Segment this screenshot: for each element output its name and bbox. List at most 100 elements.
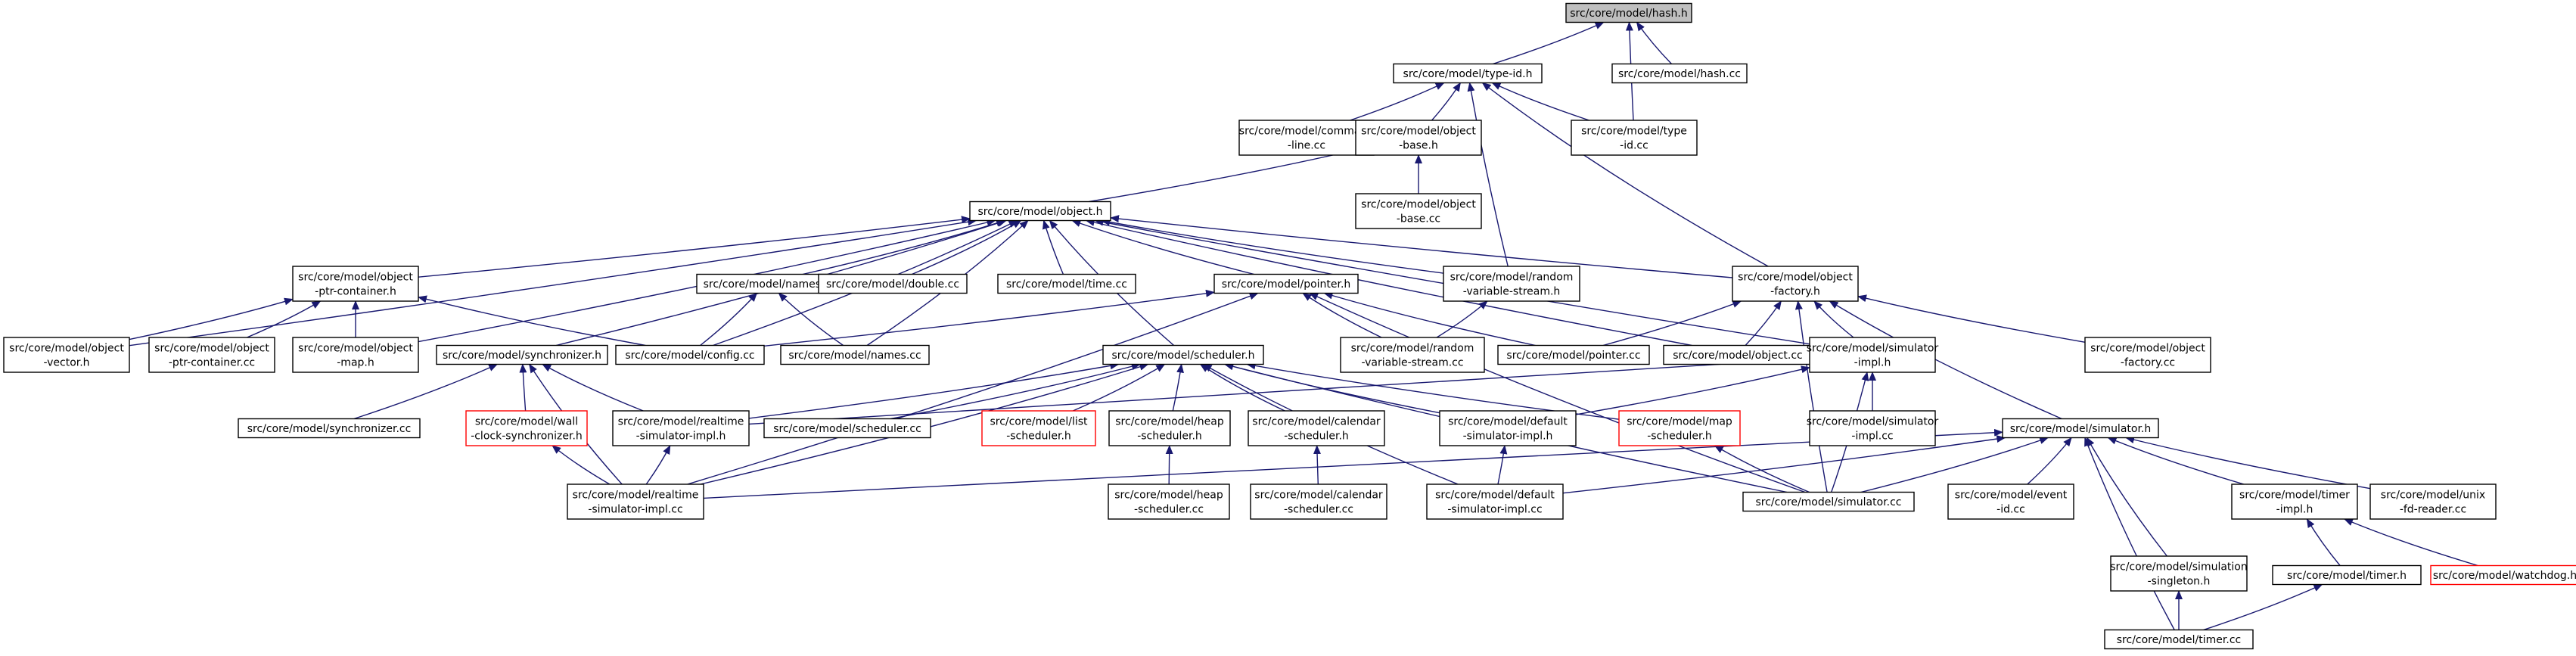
edge-scheduler-h-to-realtime-simulator-impl-cc xyxy=(700,362,1149,485)
node-label: src/core/model/hash.cc xyxy=(1618,68,1741,80)
node-simulator-impl-cc[interactable]: src/core/model/simulator-impl.cc xyxy=(1807,410,1939,446)
node-heap-scheduler-cc[interactable]: src/core/model/heap-scheduler.cc xyxy=(1108,483,1230,520)
node-default-simulator-impl-h[interactable]: src/core/model/default -simulator-impl.h xyxy=(1439,410,1577,446)
node-object-factory-cc[interactable]: src/core/model/object-factory.cc xyxy=(2084,337,2211,373)
node-pointer-h[interactable]: src/core/model/pointer.h xyxy=(1213,273,1359,294)
node-scheduler-h[interactable]: src/core/model/scheduler.h xyxy=(1102,344,1264,365)
node-simulator-h[interactable]: src/core/model/simulator.h xyxy=(2002,418,2159,439)
node-label: src/core/model/realtime xyxy=(573,490,699,502)
node-label: src/core/model/command xyxy=(1239,126,1374,138)
node-simulator-impl-h[interactable]: src/core/model/simulator-impl.h xyxy=(1807,337,1939,373)
node-synchronizer-h[interactable]: src/core/model/synchronizer.h xyxy=(436,344,608,365)
node-names-cc[interactable]: src/core/model/names.cc xyxy=(780,344,930,365)
node-label: src/core/model/object xyxy=(1738,272,1853,284)
node-simulation-singleton-h[interactable]: src/core/model/simulation-singleton.h xyxy=(2110,555,2248,592)
edge-pointer-h-to-config-cc xyxy=(763,289,1215,347)
node-label: -singleton.h xyxy=(2148,576,2211,588)
node-pointer-cc[interactable]: src/core/model/pointer.cc xyxy=(1497,344,1650,365)
node-calendar-scheduler-h[interactable]: src/core/model/calendar -scheduler.h xyxy=(1248,410,1385,446)
node-label: -scheduler.h xyxy=(1284,431,1349,443)
node-simulator-cc[interactable]: src/core/model/simulator.cc xyxy=(1742,491,1915,512)
node-hash-cc[interactable]: src/core/model/hash.cc xyxy=(1611,63,1748,84)
node-calendar-scheduler-cc[interactable]: src/core/model/calendar-scheduler.cc xyxy=(1250,483,1387,520)
node-box xyxy=(2002,418,2159,439)
node-box xyxy=(1947,483,2074,520)
node-label: src/core/model/simulator.h xyxy=(2010,423,2152,435)
node-box xyxy=(465,410,588,446)
node-label: -scheduler.cc xyxy=(1134,504,1204,516)
edge-timer-h-to-timer-cc xyxy=(2203,583,2323,631)
node-realtime-simulator-impl-h[interactable]: src/core/model/realtime-simulator-impl.h xyxy=(612,410,750,446)
edge-timer-impl-h-to-timer-h xyxy=(2306,518,2341,566)
node-label: -factory.cc xyxy=(2121,357,2175,369)
node-object-base-h[interactable]: src/core/model/object-base.h xyxy=(1355,120,1482,156)
node-label: src/core/model/calendar xyxy=(1254,490,1383,502)
edge-hash-h-to-type-id-h xyxy=(1493,21,1605,65)
edge-simulator-h-to-unix-fd-reader-cc xyxy=(2125,436,2371,490)
edge-random-variable-stream-h-to-random-variable-stream-cc xyxy=(1436,300,1488,338)
node-command-line-cc[interactable]: src/core/model/command-line.cc xyxy=(1238,120,1375,156)
node-object-factory-h[interactable]: src/core/model/object-factory.h xyxy=(1732,266,1859,302)
node-list-scheduler-h[interactable]: src/core/model/list-scheduler.h xyxy=(981,410,1096,446)
edge-pointer-h-to-pointer-cc xyxy=(1323,291,1536,347)
node-object-map-h[interactable]: src/core/model/object-map.h xyxy=(292,337,419,373)
node-label: src/core/model/list xyxy=(990,416,1088,428)
node-hash-h[interactable]: src/core/model/hash.h xyxy=(1565,2,1692,23)
node-unix-fd-reader-cc[interactable]: src/core/model/unix-fd-reader.cc xyxy=(2369,483,2497,520)
node-box xyxy=(2369,483,2497,520)
node-label: src/core/model/scheduler.cc xyxy=(773,423,921,435)
node-object-cc[interactable]: src/core/model/object.cc xyxy=(1663,344,1813,365)
node-random-variable-stream-cc[interactable]: src/core/model/random-variable-stream.cc xyxy=(1340,337,1485,373)
node-label: src/core/model/object xyxy=(1361,199,1476,211)
edge-map-scheduler-h-to-simulator-cc xyxy=(1714,445,1810,493)
node-box xyxy=(981,410,1096,446)
node-box xyxy=(1618,410,1741,446)
node-type-id-h[interactable]: src/core/model/type-id.h xyxy=(1393,63,1543,84)
node-config-cc[interactable]: src/core/model/config.cc xyxy=(615,344,765,365)
node-map-scheduler-h[interactable]: src/core/model/map-scheduler.h xyxy=(1618,410,1741,446)
node-box xyxy=(238,418,421,439)
node-realtime-simulator-impl-cc[interactable]: src/core/model/realtime -simulator-impl.c… xyxy=(567,483,704,520)
node-type-id-cc[interactable]: src/core/model/type-id.cc xyxy=(1571,120,1698,156)
edge-heap-scheduler-h-to-heap-scheduler-cc xyxy=(1165,445,1173,485)
node-label: src/core/model/event xyxy=(1955,490,2068,502)
node-default-simulator-impl-cc[interactable]: src/core/model/default-simulator-impl.cc xyxy=(1426,483,1564,520)
node-time-cc[interactable]: src/core/model/time.cc xyxy=(997,273,1136,294)
node-label: src/core/model/double.cc xyxy=(826,278,959,291)
node-timer-impl-h[interactable]: src/core/model/timer-impl.h xyxy=(2231,483,2358,520)
node-box xyxy=(1443,266,1580,302)
node-box xyxy=(292,337,419,373)
node-box xyxy=(1497,344,1650,365)
edge-object-h-to-object-cc xyxy=(1085,219,1692,347)
node-label: src/core/model/type-id.h xyxy=(1403,68,1533,80)
node-event-id-cc[interactable]: src/core/model/event-id.cc xyxy=(1947,483,2074,520)
node-watchdog-h[interactable]: src/core/model/watchdog.h xyxy=(2430,564,2576,586)
node-scheduler-cc[interactable]: src/core/model/scheduler.cc xyxy=(763,418,931,439)
node-label: -simulator-impl.h xyxy=(1463,431,1553,443)
node-label: src/core/model/object xyxy=(1361,126,1476,138)
node-box xyxy=(1611,63,1748,84)
node-label: src/core/model/default xyxy=(1448,416,1568,428)
node-label: src/core/model/calendar xyxy=(1252,416,1381,428)
edge-object-h-to-object-vector-h xyxy=(129,218,977,347)
node-label: -simulator-impl.cc xyxy=(588,504,682,516)
node-synchronizer-cc[interactable]: src/core/model/synchronizer.cc xyxy=(238,418,421,439)
node-object-vector-h[interactable]: src/core/model/object-vector.h xyxy=(3,337,130,373)
node-double-cc[interactable]: src/core/model/double.cc xyxy=(818,273,968,294)
node-object-base-cc[interactable]: src/core/model/object-base.cc xyxy=(1355,193,1482,229)
node-box xyxy=(997,273,1136,294)
node-timer-cc[interactable]: src/core/model/timer.cc xyxy=(2104,629,2254,650)
node-box xyxy=(1742,491,1915,512)
node-box xyxy=(1809,410,1936,446)
node-box xyxy=(1250,483,1387,520)
node-wall-clock-synchronizer-h[interactable]: src/core/model/wall-clock-synchronizer.h xyxy=(465,410,588,446)
node-object-ptr-container-h[interactable]: src/core/model/object-ptr-container.h xyxy=(292,266,419,302)
node-heap-scheduler-h[interactable]: src/core/model/heap-scheduler.h xyxy=(1108,410,1231,446)
node-random-variable-stream-h[interactable]: src/core/model/random-variable-stream.h xyxy=(1443,266,1580,302)
node-box xyxy=(1809,337,1936,373)
node-object-ptr-container-cc[interactable]: src/core/model/object-ptr-container.cc xyxy=(148,337,275,373)
edge-object-factory-h-to-object-cc xyxy=(1745,300,1782,346)
node-timer-h[interactable]: src/core/model/timer.h xyxy=(2272,564,2422,586)
node-object-h[interactable]: src/core/model/object.h xyxy=(969,201,1111,222)
node-names-h[interactable]: src/core/model/names.h xyxy=(696,273,838,294)
